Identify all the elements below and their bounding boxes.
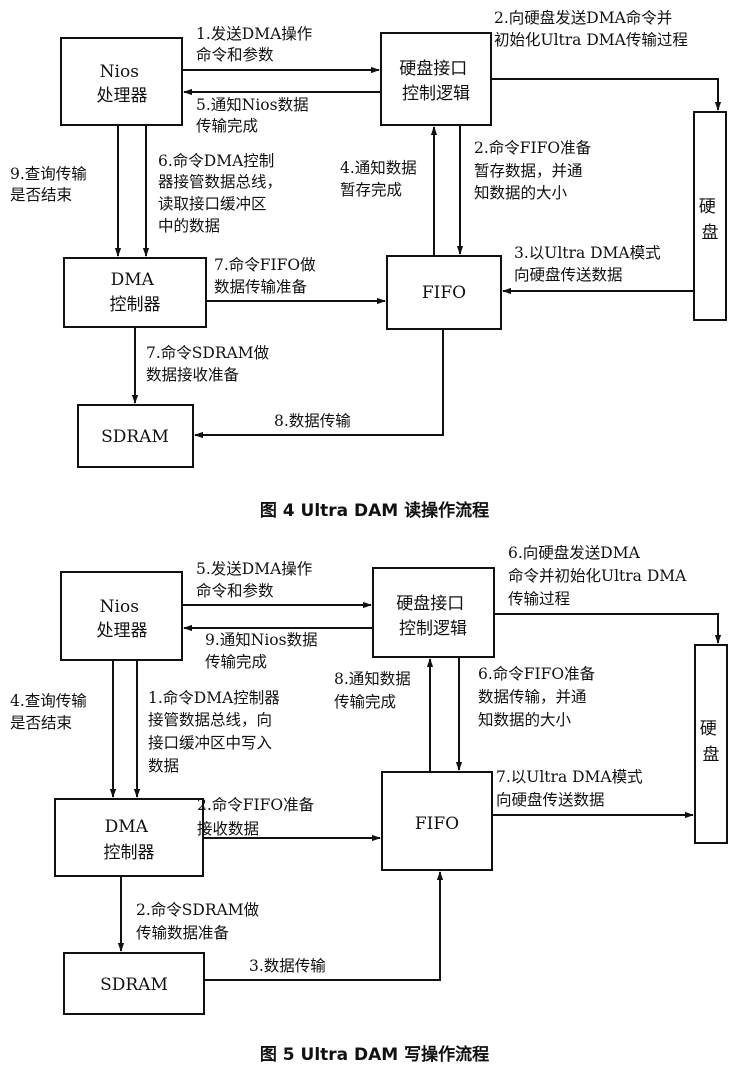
sdram-box <box>77 404 194 468</box>
figure-4-caption: 图 4 Ultra DAM 读操作流程 <box>259 501 490 521</box>
figure-5-texts: Nios 处理器 硬盘接口 控制逻辑 硬 盘 DMA 控制器 FIFO SDRA… <box>10 543 722 995</box>
nios-processor-box <box>60 37 183 126</box>
label-2-to-disk: 2.向硬盘发送DMA命令并 初始化Ultra DMA传输过程 <box>494 8 688 49</box>
label-9-notify-nios: 9.通知Nios数据 传输完成 <box>205 631 323 671</box>
label-8-notify-done: 8.通知数据 传输完成 <box>334 670 416 711</box>
label-4-notify-stored: 4.通知数据 暂存完成 <box>340 159 422 199</box>
label-5-send-command: 5.发送DMA操作 命令和参数 <box>196 560 317 600</box>
label-3-disk-transfer: 3.以Ultra DMA模式 向硬盘传送数据 <box>514 244 666 284</box>
arrow-3-data-transfer <box>204 871 444 981</box>
figure-5-caption: 图 5 Ultra DAM 写操作流程 <box>259 1045 490 1065</box>
fifo-box-label: FIFO <box>415 814 459 834</box>
dma-box-label: DMA 控制器 <box>110 270 161 315</box>
figure-4-read-flow <box>60 32 727 468</box>
arrow-2-to-disk <box>491 78 722 111</box>
label-3-data-transfer: 3.数据传输 <box>249 957 326 975</box>
label-7-disk-transfer: 7.以Ultra DMA模式 向硬盘传送数据 <box>496 768 648 809</box>
arrow-8-data-transfer <box>194 329 444 439</box>
label-8-data-transfer: 8.数据传输 <box>274 412 351 430</box>
sdram-box-label: SDRAM <box>101 427 169 447</box>
hd-interface-label: 硬盘接口 控制逻辑 <box>396 594 469 639</box>
label-2-fifo-prepare: 2.命令FIFO准备 暂存数据，并通 知数据的大小 <box>474 139 596 202</box>
label-1-dma-takeover: 1.命令DMA控制器 接管数据总线，向 接口缓冲区中写入 数据 <box>148 689 285 775</box>
label-2-fifo-prepare: 2.命令FIFO准备 接收数据 <box>197 796 319 838</box>
label-1-send-command: 1.发送DMA操作 命令和参数 <box>196 25 317 64</box>
dma-controller-box <box>54 798 204 877</box>
dma-box-label: DMA 控制器 <box>104 817 155 863</box>
label-9-query: 9.查询传输 是否结束 <box>10 165 92 204</box>
label-4-query: 4.查询传输 是否结束 <box>10 692 92 732</box>
disk-box <box>694 644 728 844</box>
label-6-to-disk: 6.向硬盘发送DMA 命令并初始化Ultra DMA 传输过程 <box>508 543 691 608</box>
hd-interface-logic-box <box>372 567 495 658</box>
sdram-box <box>63 952 205 1015</box>
disk-label: 硬 盘 <box>699 197 721 243</box>
hd-interface-logic-box <box>380 32 492 126</box>
nios-processor-box <box>60 571 183 661</box>
figure-4-texts: Nios 处理器 硬盘接口 控制逻辑 硬 盘 DMA 控制器 FIFO SDRA… <box>10 8 721 447</box>
label-7-fifo-prepare: 7.命令FIFO做 数据传输准备 <box>214 256 321 296</box>
label-5-notify-nios: 5.通知Nios数据 传输完成 <box>196 96 314 135</box>
fifo-box <box>381 771 493 871</box>
sdram-box-label: SDRAM <box>100 975 168 995</box>
figure-5-write-flow <box>54 567 728 1015</box>
disk-label: 硬 盘 <box>700 719 722 765</box>
disk-box <box>693 111 727 321</box>
dma-controller-box <box>63 257 207 328</box>
nios-box-label: Nios 处理器 <box>97 62 148 106</box>
hd-interface-label: 硬盘接口 控制逻辑 <box>399 59 472 104</box>
label-2-sdram-prepare: 2.命令SDRAM做 传输数据准备 <box>136 901 264 942</box>
label-6-fifo-prepare: 6.命令FIFO准备 数据传输，并通 知数据的大小 <box>478 665 600 729</box>
label-7-sdram-prepare: 7.命令SDRAM做 数据接收准备 <box>146 344 274 384</box>
fifo-box-label: FIFO <box>422 283 466 303</box>
label-6-dma-takeover: 6.命令DMA控制 器接管数据总线， 读取接口缓冲区 中的数据 <box>158 152 287 235</box>
arrow-6-to-disk <box>494 613 722 644</box>
nios-box-label: Nios 处理器 <box>97 597 148 641</box>
